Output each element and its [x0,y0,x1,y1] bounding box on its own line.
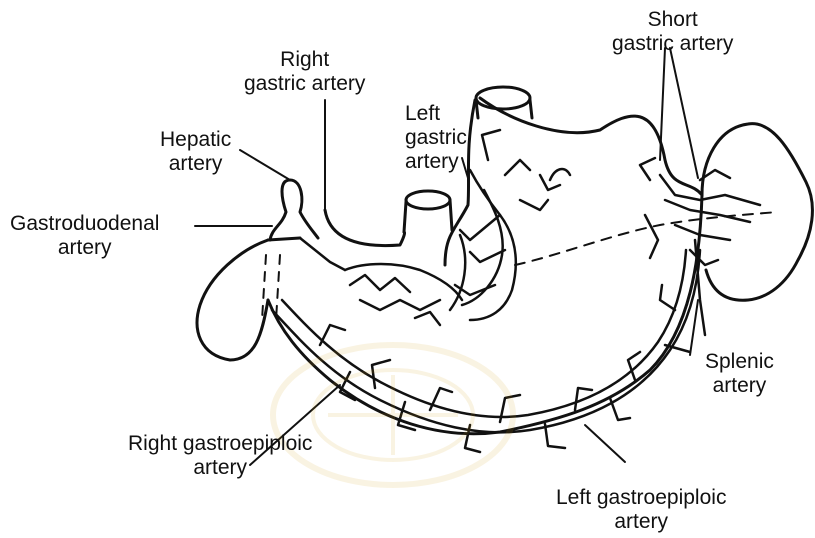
label-left-gastroepiploic-artery: Left gastroepiploic artery [556,486,726,534]
short-gastric-splenic-branches [640,158,760,335]
label-hepatic-line1: Hepatic [160,128,231,152]
label-right-gastric-line2: gastric artery [244,72,365,96]
label-right-gastroepiploic-artery: Right gastroepiploic artery [128,432,312,480]
hepatic-artery-vessel [270,180,318,240]
duodenum-edge [268,238,300,240]
label-gastroduodenal-artery: Gastroduodenal artery [10,212,159,260]
label-right-gastroepiploic-line2: artery [128,456,312,480]
label-left-gastroepiploic-line1: Left gastroepiploic [556,486,726,510]
label-right-gastric-artery: Right gastric artery [244,48,365,96]
lesser-curvature [325,210,405,246]
label-left-gastric-line1: Left [405,102,467,126]
gastroepiploic-arcade-inner [282,250,686,417]
label-hepatic-artery: Hepatic artery [160,128,231,176]
leader-short-gastric-2 [670,48,698,178]
label-short-gastric-artery: Short gastric artery [612,8,733,56]
right-gastric-branches [300,238,462,310]
label-left-gastric-line2: gastric [405,126,467,150]
label-short-gastric-line2: gastric artery [612,32,733,56]
label-gastroduodenal-line1: Gastroduodenal [10,212,159,236]
pylorus-opening [406,191,450,209]
label-left-gastroepiploic-line2: artery [556,510,726,534]
label-left-gastric-artery: Left gastric artery [405,102,467,174]
duodenum-outline [197,240,268,360]
label-splenic-artery: Splenic artery [705,350,774,398]
label-splenic-line2: artery [705,374,774,398]
label-gastroduodenal-line2: artery [10,236,159,260]
label-splenic-line1: Splenic [705,350,774,374]
leader-left-gastroepiploic [585,425,625,462]
leader-splenic [690,300,698,355]
label-hepatic-line2: artery [160,152,231,176]
label-left-gastric-line3: artery [405,150,467,174]
leader-hepatic [240,150,290,180]
leader-short-gastric-1 [660,48,665,160]
gastroepiploic-arcade-outer [272,250,700,432]
spleen-outline [702,124,812,301]
label-right-gastroepiploic-line1: Right gastroepiploic [128,432,312,456]
label-right-gastric-line1: Right [244,48,365,72]
label-short-gastric-line1: Short [612,8,733,32]
esophagus-opening [476,87,530,109]
